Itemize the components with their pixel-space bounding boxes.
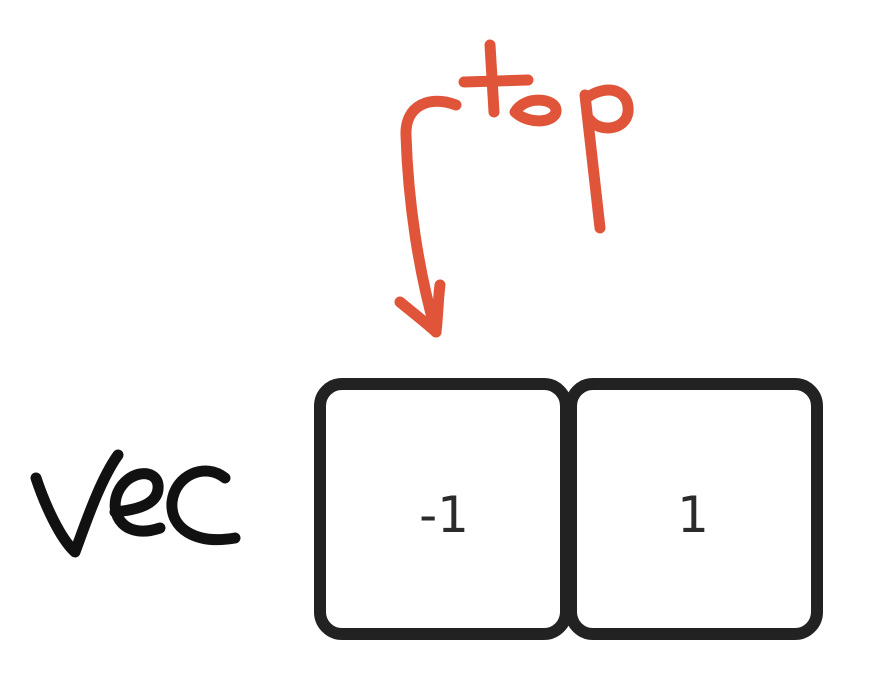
vec-label bbox=[30, 449, 241, 558]
top-label-t-bar bbox=[458, 74, 534, 88]
top-label-o bbox=[509, 94, 562, 127]
vec-label-c bbox=[166, 465, 241, 545]
vector-cell-1-value: 1 bbox=[677, 486, 709, 544]
vec-label-e bbox=[109, 468, 166, 537]
top-arrow-shaft bbox=[400, 95, 462, 338]
vec-label-v bbox=[30, 449, 124, 558]
top-pointer bbox=[394, 39, 634, 338]
vector-cell-0-value: -1 bbox=[419, 486, 469, 544]
vector-cells: -1 1 bbox=[314, 378, 823, 640]
top-label-p-stem bbox=[579, 89, 606, 234]
top-arrow-head bbox=[394, 279, 446, 338]
vector-cell-1 bbox=[565, 378, 823, 640]
top-label-p-bowl bbox=[580, 84, 634, 134]
